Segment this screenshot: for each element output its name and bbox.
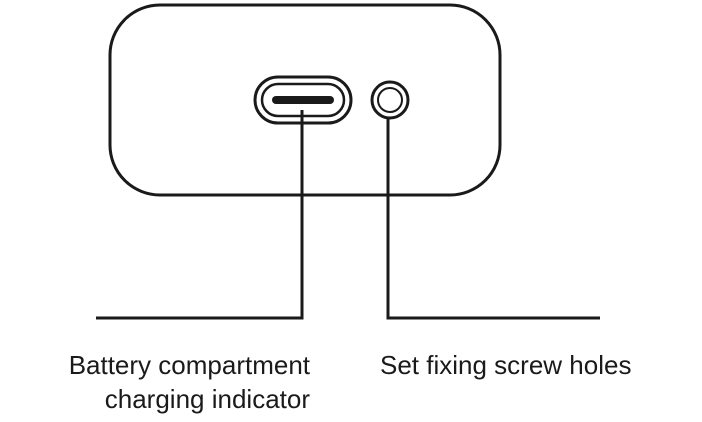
usb-c-port-tongue bbox=[272, 96, 334, 104]
leader-line-screw-holes bbox=[386, 118, 600, 320]
leader-line-charging-indicator bbox=[96, 110, 304, 320]
label-battery-charging-indicator: Battery compartment charging indicator bbox=[69, 348, 310, 416]
label-battery-line1: Battery compartment bbox=[68, 350, 310, 380]
label-battery-line2: charging indicator bbox=[104, 384, 310, 414]
screw-hole-inner bbox=[377, 87, 403, 113]
screw-hole bbox=[370, 80, 410, 120]
device-body-outline bbox=[108, 3, 502, 197]
screw-hole-outer bbox=[370, 80, 410, 120]
label-screw-holes: Set fixing screw holes bbox=[380, 350, 632, 380]
